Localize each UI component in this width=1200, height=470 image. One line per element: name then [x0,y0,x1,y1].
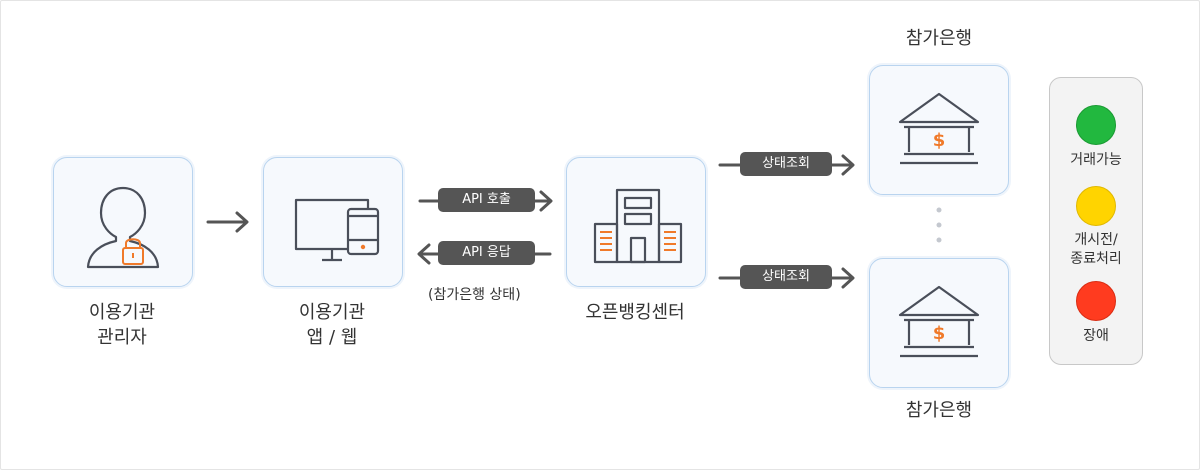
admin-label: 이용기관 관리자 [53,300,191,350]
building-icon [593,188,683,264]
svg-text:$: $ [933,323,946,344]
legend-label-available: 거래가능 [1070,152,1122,168]
legend-dot-not-open [1076,186,1116,226]
status-query-bottom-pill: 상태조회 [740,265,832,289]
legend-label-failure: 장애 [1083,328,1109,344]
api-response-pill: API 응답 [438,241,535,265]
admin-node [53,157,193,287]
user-lock-icon [86,186,160,269]
app-label-line2: 앱 / 웹 [306,327,358,348]
bank-top-label: 참가은행 [905,28,973,49]
status-query-top-pill: 상태조회 [740,152,832,176]
legend-label-not-open-line1: 개시전/ [1074,232,1118,248]
bank-icon: $ [898,92,980,165]
arrow-admin-to-app [206,211,249,233]
admin-label-line1: 이용기관 [88,302,156,323]
api-call-pill: API 호출 [438,188,535,212]
ellipsis-dots [936,207,942,243]
app-label: 이용기관 앱 / 웹 [263,300,401,350]
bank-icon: $ [898,285,980,358]
legend-label-not-open-line2: 종료처리 [1070,251,1122,267]
admin-label-line2: 관리자 [97,327,147,348]
bank-top-node: $ [869,65,1009,195]
app-node [263,157,403,287]
response-note: (참가은행 상태) [428,287,521,303]
status-legend: 거래가능 개시전/ 종료처리 장애 [1049,77,1143,365]
bank-bottom-node: $ [869,258,1009,388]
center-label: 오픈뱅킹센터 [585,302,685,323]
legend-dot-failure [1076,281,1116,321]
svg-text:$: $ [933,130,946,151]
bank-bottom-label: 참가은행 [905,400,973,421]
legend-dot-available [1076,105,1116,145]
app-label-line1: 이용기관 [298,302,366,323]
monitor-tablet-icon [294,198,380,262]
center-node [566,157,706,287]
